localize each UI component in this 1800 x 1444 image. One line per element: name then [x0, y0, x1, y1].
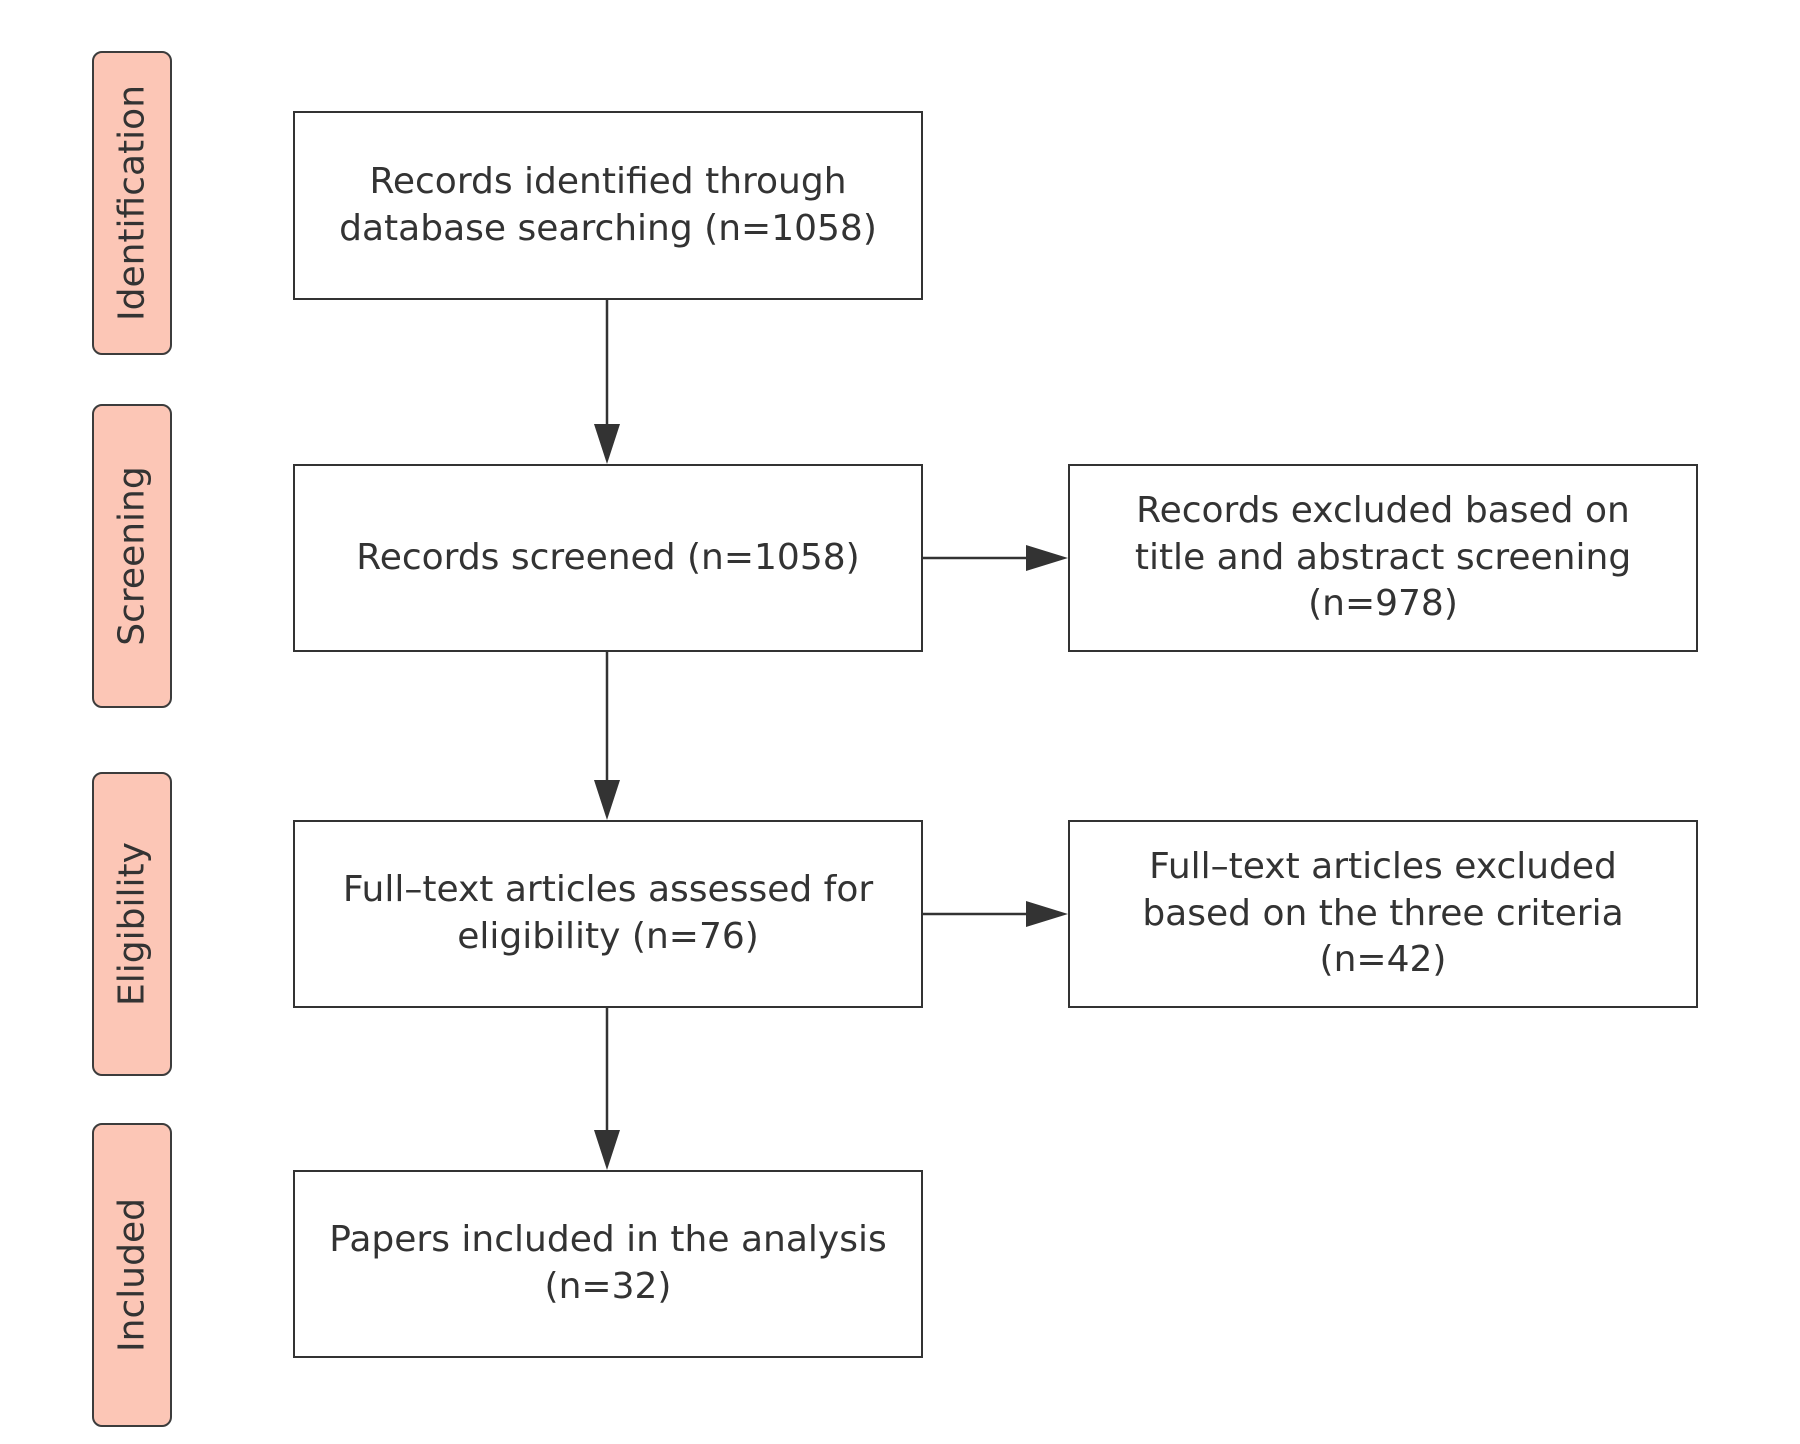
- stage-included: Included: [92, 1123, 172, 1427]
- arrowhead-assessed-to-excluded: [1026, 901, 1068, 927]
- box-fulltext-assessed-text: Full–text articles assessed for eligibil…: [342, 869, 874, 957]
- arrowhead-identified-to-screened: [594, 424, 620, 464]
- box-fulltext-excluded: Full–text articles excluded based on the…: [1068, 820, 1698, 1008]
- box-fulltext-assessed: Full–text articles assessed for eligibil…: [293, 820, 923, 1008]
- arrowhead-screened-to-assessed: [594, 780, 620, 820]
- stage-screening: Screening: [92, 404, 172, 708]
- box-records-screened-text: Records screened (n=1058): [356, 536, 860, 578]
- box-records-identified-text: Records identified through database sear…: [339, 160, 877, 249]
- box-fulltext-excluded-text: Full–text articles excluded based on the…: [1142, 845, 1624, 981]
- stage-eligibility: Eligibility: [92, 772, 172, 1076]
- arrowhead-assessed-to-included: [594, 1130, 620, 1170]
- box-records-excluded-screening-text: Records excluded based on title and abst…: [1134, 489, 1632, 625]
- box-papers-included-text: Papers included in the analysis (n=32): [329, 1219, 887, 1307]
- arrowhead-screened-to-excluded: [1026, 545, 1068, 571]
- box-records-screened: Records screened (n=1058): [293, 464, 923, 652]
- stage-identification: Identification: [92, 51, 172, 355]
- box-papers-included: Papers included in the analysis (n=32): [293, 1170, 923, 1358]
- box-records-excluded-screening: Records excluded based on title and abst…: [1068, 464, 1698, 652]
- box-records-identified: Records identified through database sear…: [293, 111, 923, 300]
